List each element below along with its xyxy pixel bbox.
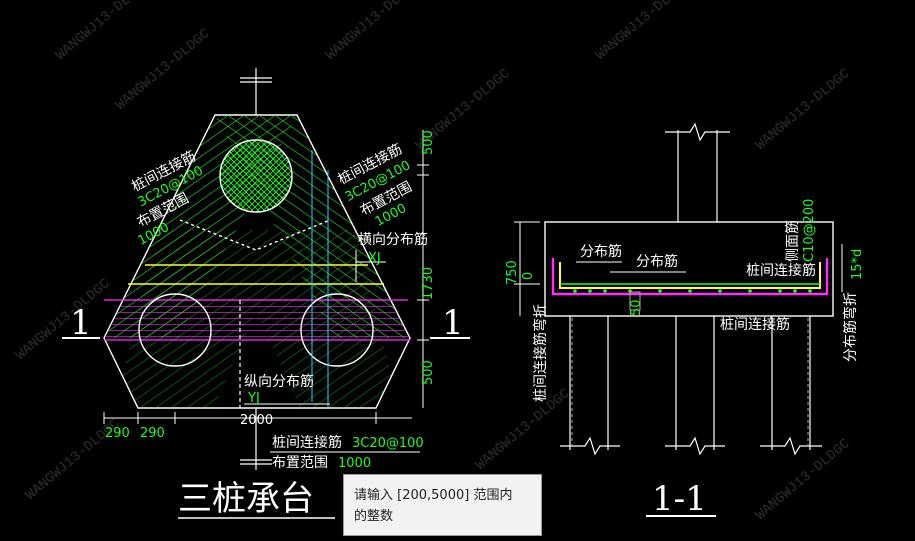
tooltip-line-2: 的整数 [354, 509, 394, 524]
section-title: 1-1 [652, 479, 707, 519]
label-connect-mid: 桩间连接筋 [720, 316, 790, 333]
svg-text:WANGWJ13-DLDGC: WANGWJ13-DLDGC [323, 0, 423, 64]
dim-bottom-total: 2000 [240, 413, 273, 428]
svg-text:WANGWJ13-DLDGC: WANGWJ13-DLDGC [53, 0, 153, 64]
section-1-1[interactable]: 750 0 50 分布筋 分布筋 桩间连接筋 桩间连接筋 侧面筋 C10@200… [505, 122, 865, 519]
three-pile-cap-plan[interactable]: 1 1 500 1730 500 290 290 2000 桩间连接筋 3C20… [62, 68, 470, 519]
label-dist-a: 分布筋 [580, 243, 622, 260]
section-mark-right: 1 [442, 303, 464, 343]
label-bottom-a: 桩间连接筋 [272, 434, 342, 451]
section-mark-left: 1 [70, 303, 92, 343]
svg-text:WANGWJ13-DLDGC: WANGWJ13-DLDGC [13, 276, 113, 364]
label-left-vertical: 桩间连接筋弯折 [532, 304, 549, 402]
label-longitudinal: 纵向分布筋 [244, 373, 314, 390]
input-range-tooltip: 请输入 [200,5000] 范围内 的整数 [343, 474, 542, 536]
label-right-vertical: 分布筋弯折 [842, 292, 859, 362]
label-transverse-code: XJ [368, 251, 381, 266]
watermark-layer: WANGWJ13-DLDGC WANGWJ13-DLDGC WANGWJ13-D… [13, 0, 853, 524]
label-side-bars: 侧面筋 [784, 220, 801, 262]
pile-top [219, 139, 293, 213]
label-connect-top: 桩间连接筋 [746, 262, 816, 279]
dim-zero: 0 [521, 272, 536, 280]
dim-bottom-left-b: 290 [140, 426, 165, 441]
label-bottom-c: 布置范围 [272, 454, 328, 471]
label-right-len: 15*d [850, 249, 865, 280]
label-longitudinal-code: YJ [247, 391, 260, 406]
dim-cover: 50 [629, 299, 644, 316]
dim-height: 750 [505, 260, 520, 285]
tooltip-line-1: 请输入 [200,5000] 范围内 [354, 488, 513, 503]
pile-left [138, 293, 212, 367]
label-bottom-d: 1000 [338, 456, 371, 471]
label-dist-b: 分布筋 [636, 253, 678, 270]
label-side-bars-spec: C10@200 [802, 199, 817, 262]
dim-right-top: 500 [421, 130, 436, 155]
svg-text:WANGWJ13-DLDGC: WANGWJ13-DLDGC [753, 66, 853, 154]
label-bottom-b: 3C20@100 [352, 436, 424, 451]
dim-right-mid: 1730 [421, 267, 436, 300]
svg-text:WANGWJ13-DLDGC: WANGWJ13-DLDGC [113, 26, 213, 114]
dim-right-bot: 500 [421, 360, 436, 385]
svg-text:WANGWJ13-DLDGC: WANGWJ13-DLDGC [753, 436, 853, 524]
pile-right [300, 293, 374, 367]
svg-text:WANGWJ13-DLDGC: WANGWJ13-DLDGC [473, 386, 573, 474]
label-transverse: 横向分布筋 [358, 231, 428, 248]
plan-title: 三桩承台 [178, 479, 314, 519]
cap-section [544, 221, 834, 317]
dim-bottom-left-a: 290 [105, 426, 130, 441]
svg-text:WANGWJ13-DLDGC: WANGWJ13-DLDGC [593, 0, 693, 64]
